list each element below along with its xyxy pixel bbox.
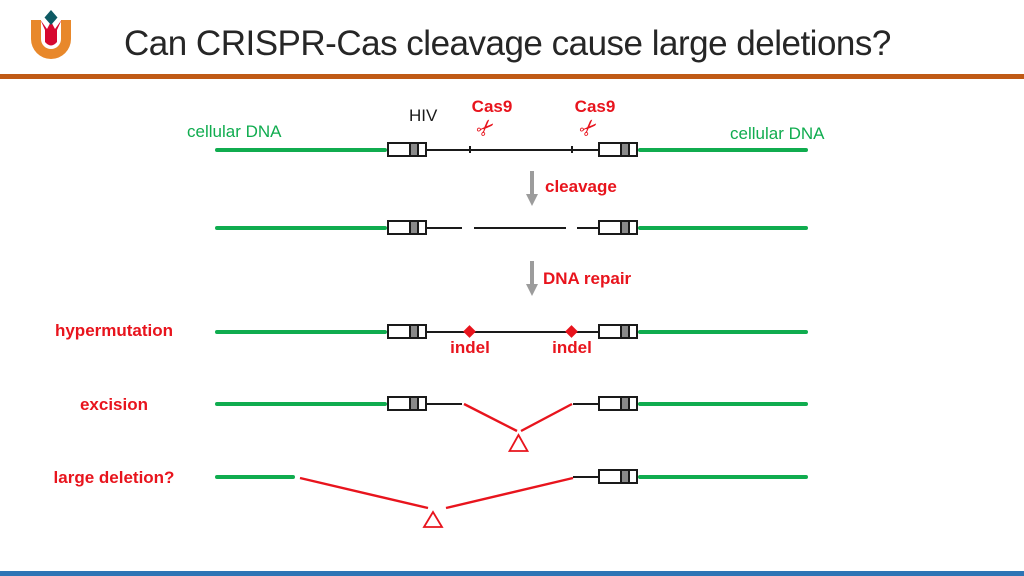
ltr-gray-stripe <box>409 398 419 409</box>
hiv-label: HIV <box>409 106 438 125</box>
indel-diamond-icon <box>463 325 476 338</box>
excision-junction <box>463 402 573 452</box>
ltr-box <box>387 220 427 235</box>
ltr-box <box>387 142 427 157</box>
deletion-triangle-icon <box>422 510 444 528</box>
page-title: Can CRISPR-Cas cleavage cause large dele… <box>124 24 891 63</box>
cellular-dna-line <box>638 475 808 479</box>
ltr-cell <box>630 471 636 482</box>
cellular-dna-line <box>215 402 387 406</box>
row-label-hypermutation: hypermutation <box>54 321 174 340</box>
scissors-icon: ✂ <box>470 112 502 144</box>
indel-diamond-icon <box>565 325 578 338</box>
cellular-dna-line <box>638 226 808 230</box>
cleavage-down-arrow-icon <box>526 171 538 206</box>
cas9-label-left: Cas9 <box>471 97 513 116</box>
row-label-large-deletion: large deletion? <box>53 468 175 487</box>
hiv-dna-fragment <box>427 403 462 405</box>
ltr-gray-stripe <box>620 398 630 409</box>
cellular-dna-line <box>215 330 387 334</box>
ltr-cell <box>389 144 409 155</box>
dna-repair-label: DNA repair <box>543 269 632 288</box>
ltr-cell <box>419 222 425 233</box>
cellular-dna-line <box>638 402 808 406</box>
cut-site-tick <box>469 146 471 153</box>
university-tulip-logo <box>31 10 71 59</box>
ltr-cell <box>419 144 425 155</box>
hiv-dna-line <box>427 149 598 151</box>
ltr-gray-stripe <box>620 326 630 337</box>
hiv-dna-fragment <box>573 403 598 405</box>
cellular-dna-line <box>638 330 808 334</box>
indel-label-right: indel <box>552 338 592 357</box>
ltr-cell <box>630 144 636 155</box>
logo-red-tulip <box>40 20 62 46</box>
row-label-excision: excision <box>79 395 149 414</box>
scissors-icon: ✂ <box>573 112 605 144</box>
hiv-dna-line <box>427 331 598 333</box>
ltr-cell <box>630 222 636 233</box>
title-underline-rule <box>0 74 1024 79</box>
ltr-box <box>387 396 427 411</box>
ltr-gray-stripe <box>409 222 419 233</box>
cas9-label-right: Cas9 <box>574 97 616 116</box>
ltr-box <box>598 396 638 411</box>
ltr-gray-stripe <box>620 144 630 155</box>
ltr-gray-stripe <box>409 326 419 337</box>
ltr-cell <box>600 222 620 233</box>
ltr-cell <box>389 326 409 337</box>
ltr-gray-stripe <box>409 144 419 155</box>
ltr-box <box>598 220 638 235</box>
deletion-triangle-icon <box>507 433 530 452</box>
hiv-dna-fragment <box>577 227 598 229</box>
cut-site-tick <box>571 146 573 153</box>
ltr-cell <box>419 398 425 409</box>
cellular-dna-label-right: cellular DNA <box>730 124 825 143</box>
large-deletion-junction <box>299 476 574 528</box>
cellular-dna-line <box>215 148 387 152</box>
cleavage-label: cleavage <box>545 177 617 196</box>
ltr-box <box>598 142 638 157</box>
excised-hiv-fragment <box>474 227 566 229</box>
ltr-cell <box>389 398 409 409</box>
ltr-box <box>387 324 427 339</box>
cellular-dna-line-truncated <box>215 475 295 479</box>
ltr-cell <box>389 222 409 233</box>
ltr-box <box>598 324 638 339</box>
logo-teal-diamond-icon <box>44 10 58 25</box>
ltr-gray-stripe <box>620 471 630 482</box>
hiv-dna-fragment <box>573 476 598 478</box>
logo-orange-u-shape <box>31 20 71 59</box>
ltr-cell <box>419 326 425 337</box>
ltr-cell <box>630 326 636 337</box>
indel-label-left: indel <box>450 338 490 357</box>
cellular-dna-label-left: cellular DNA <box>187 122 282 141</box>
dna-repair-down-arrow-icon <box>526 261 538 296</box>
ltr-cell <box>600 326 620 337</box>
ltr-box <box>598 469 638 484</box>
ltr-cell <box>630 398 636 409</box>
ltr-cell <box>600 144 620 155</box>
hiv-dna-fragment <box>427 227 462 229</box>
cellular-dna-line <box>215 226 387 230</box>
ltr-cell <box>600 471 620 482</box>
footer-accent-bar <box>0 571 1024 576</box>
ltr-cell <box>600 398 620 409</box>
ltr-gray-stripe <box>620 222 630 233</box>
cellular-dna-line <box>638 148 808 152</box>
